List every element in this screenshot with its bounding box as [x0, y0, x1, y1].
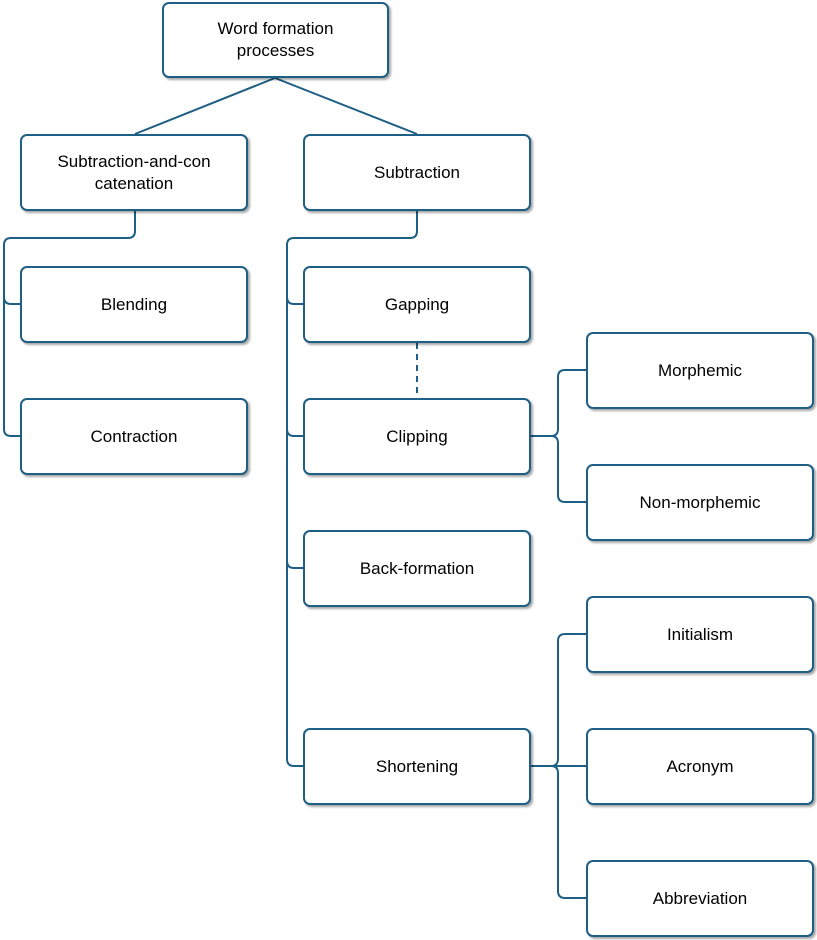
node-label: Subtraction-and-concatenation [57, 151, 211, 193]
edge-sac-contraction [3, 297, 21, 437]
edge-subtraction-gapping [286, 210, 418, 305]
node-contraction: Contraction [20, 398, 248, 475]
node-back-formation: Back-formation [303, 530, 531, 607]
node-label: Subtraction [374, 162, 460, 182]
edge-subtraction-shortening [286, 561, 304, 767]
node-label: Initialism [666, 624, 734, 644]
edge-shortening-abbreviation [550, 765, 587, 899]
edge-root-subtraction [274, 77, 418, 135]
node-label: Word formation processes [217, 19, 334, 60]
node-label: Blending [100, 294, 168, 314]
edge-sac-blending [3, 210, 136, 305]
node-subtraction: Subtraction [303, 134, 531, 211]
node-label: Gapping [384, 294, 450, 314]
node-word-formation-processes: Word formation processes [162, 2, 389, 78]
node-label: Clipping [386, 426, 448, 446]
edge-root-subtraction-and-concatenation [134, 77, 276, 135]
edge-clipping-non-morphemic [550, 435, 587, 503]
edge-clipping-morphemic [531, 369, 587, 437]
node-initialism: Initialism [586, 596, 814, 673]
node-label: Shortening [375, 756, 459, 776]
edge-subtraction-clipping [286, 297, 304, 437]
node-blending: Blending [20, 266, 248, 343]
node-clipping: Clipping [303, 398, 531, 475]
node-gapping: Gapping [303, 266, 531, 343]
node-label: Abbreviation [652, 888, 748, 908]
node-label: Contraction [90, 426, 178, 446]
node-label: Back-formation [359, 558, 475, 578]
node-abbreviation: Abbreviation [586, 860, 814, 937]
node-shortening: Shortening [303, 728, 531, 805]
edge-shortening-initialism [531, 633, 587, 767]
node-label: Acronym [666, 756, 734, 776]
edge-subtraction-back-formation [286, 429, 304, 569]
node-label: Morphemic [657, 360, 743, 380]
node-non-morphemic: Non-morphemic [586, 464, 814, 541]
node-subtraction-and-concatenation: Subtraction-and-concatenation [20, 134, 248, 211]
node-label: Non-morphemic [639, 492, 761, 512]
node-morphemic: Morphemic [586, 332, 814, 409]
node-acronym: Acronym [586, 728, 814, 805]
